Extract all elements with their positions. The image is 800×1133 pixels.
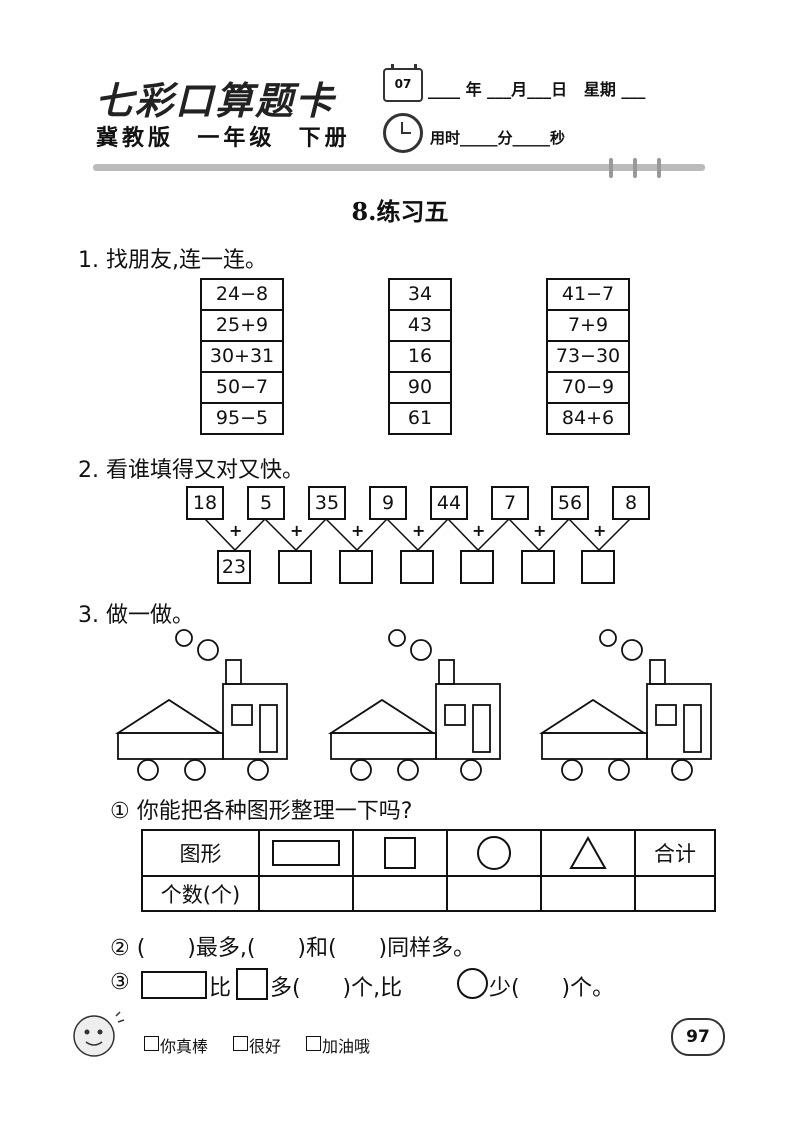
triangle-shape-icon	[540, 829, 636, 877]
number-box: 18	[186, 486, 224, 520]
mascot-icon	[73, 1011, 125, 1057]
match-cell[interactable]: 34	[390, 280, 450, 311]
plus-sign: +	[412, 521, 426, 540]
square-shape-icon	[236, 968, 268, 1000]
count-cell[interactable]	[446, 875, 542, 912]
table-row-label: 个数(个)	[141, 875, 260, 912]
number-box: 8	[612, 486, 650, 520]
calendar-icon: 07	[383, 64, 423, 102]
match-cell[interactable]: 90	[390, 373, 450, 404]
page-number: 97	[671, 1018, 725, 1056]
match-cell[interactable]: 43	[390, 311, 450, 342]
table-total-label: 合计	[634, 829, 716, 877]
match-cell[interactable]: 30+31	[202, 342, 282, 373]
square-shape-icon	[352, 829, 448, 877]
time-fill-line: 用时_____分_____秒	[430, 129, 566, 147]
match-cell[interactable]: 95−5	[215, 407, 269, 429]
number-box: 9	[369, 486, 407, 520]
answer-box[interactable]	[521, 550, 555, 584]
plus-sign: +	[472, 521, 486, 540]
match-cell[interactable]: 61	[407, 407, 433, 429]
q3-sub3-duo: 多( )个,比	[270, 976, 403, 1001]
plus-sign: +	[229, 521, 243, 540]
binder-pins-icon	[605, 158, 665, 178]
rectangle-shape-icon	[141, 971, 207, 999]
match-cell[interactable]: 7+9	[548, 311, 628, 342]
shape-count-table: 图形 合计 个数(个)	[141, 829, 716, 912]
q3-sub2: ② ( )最多,( )和( )同样多。	[110, 936, 476, 961]
answer-box[interactable]	[278, 550, 312, 584]
table-header-label: 图形	[141, 829, 260, 877]
answer-box[interactable]	[400, 550, 434, 584]
count-cell[interactable]	[634, 875, 716, 912]
plus-sign: +	[290, 521, 304, 540]
answer-box[interactable]	[581, 550, 615, 584]
q3-sub1: ① 你能把各种图形整理一下吗?	[110, 799, 413, 824]
q1-prompt: 1. 找朋友,连一连。	[78, 248, 267, 273]
count-cell[interactable]	[258, 875, 354, 912]
clock-icon	[383, 113, 423, 153]
rating-label: 很好	[249, 1037, 282, 1056]
q3-sub3-bi: 比	[209, 976, 232, 1001]
answer-box[interactable]	[339, 550, 373, 584]
brand-logo: 七彩口算题卡	[95, 78, 336, 123]
rating-label: 加油哦	[322, 1037, 371, 1056]
train-figure	[541, 629, 712, 781]
train-figure	[117, 629, 288, 781]
count-cell[interactable]	[540, 875, 636, 912]
match-cell[interactable]: 84+6	[561, 407, 615, 429]
match-cell[interactable]: 16	[390, 342, 450, 373]
rectangle-shape-icon	[258, 829, 354, 877]
number-box: 44	[430, 486, 468, 520]
match-cell[interactable]: 73−30	[548, 342, 628, 373]
match-cell[interactable]: 25+9	[202, 311, 282, 342]
train-figure	[330, 629, 501, 781]
match-cell[interactable]: 50−7	[202, 373, 282, 404]
circle-shape-icon	[457, 968, 488, 999]
rating-checkbox[interactable]	[144, 1036, 159, 1051]
q3-sub3-number: ③	[110, 970, 130, 995]
answer-box[interactable]: 23	[217, 550, 251, 584]
section-title: 8.练习五	[351, 197, 449, 226]
plus-sign: +	[593, 521, 607, 540]
number-box: 5	[247, 486, 285, 520]
match-cell[interactable]: 41−7	[548, 280, 628, 311]
edition-label: 冀教版 一年级 下册	[96, 126, 351, 151]
number-box: 7	[491, 486, 529, 520]
rating-label: 你真棒	[160, 1037, 209, 1056]
q2-prompt: 2. 看谁填得又对又快。	[78, 458, 304, 483]
number-box: 56	[551, 486, 589, 520]
number-box: 35	[308, 486, 346, 520]
q1-column-middle: 34 43 16 90 61	[388, 278, 452, 435]
match-cell[interactable]: 24−8	[202, 280, 282, 311]
plus-sign: +	[533, 521, 547, 540]
match-cell[interactable]: 70−9	[548, 373, 628, 404]
date-fill-line: ____ 年 ___月___日 星期 ___	[428, 80, 646, 99]
q3-prompt: 3. 做一做。	[78, 603, 194, 628]
rating-checkbox[interactable]	[306, 1036, 321, 1051]
count-cell[interactable]	[352, 875, 448, 912]
plus-sign: +	[351, 521, 365, 540]
q3-sub3-shao: 少( )个。	[489, 976, 615, 1001]
answer-box[interactable]	[460, 550, 494, 584]
header-divider	[93, 164, 705, 171]
rating-checkbox[interactable]	[233, 1036, 248, 1051]
circle-shape-icon	[446, 829, 542, 877]
q1-column-right: 41−7 7+9 73−30 70−9 84+6	[546, 278, 630, 435]
q1-column-left: 24−8 25+9 30+31 50−7 95−5	[200, 278, 284, 435]
